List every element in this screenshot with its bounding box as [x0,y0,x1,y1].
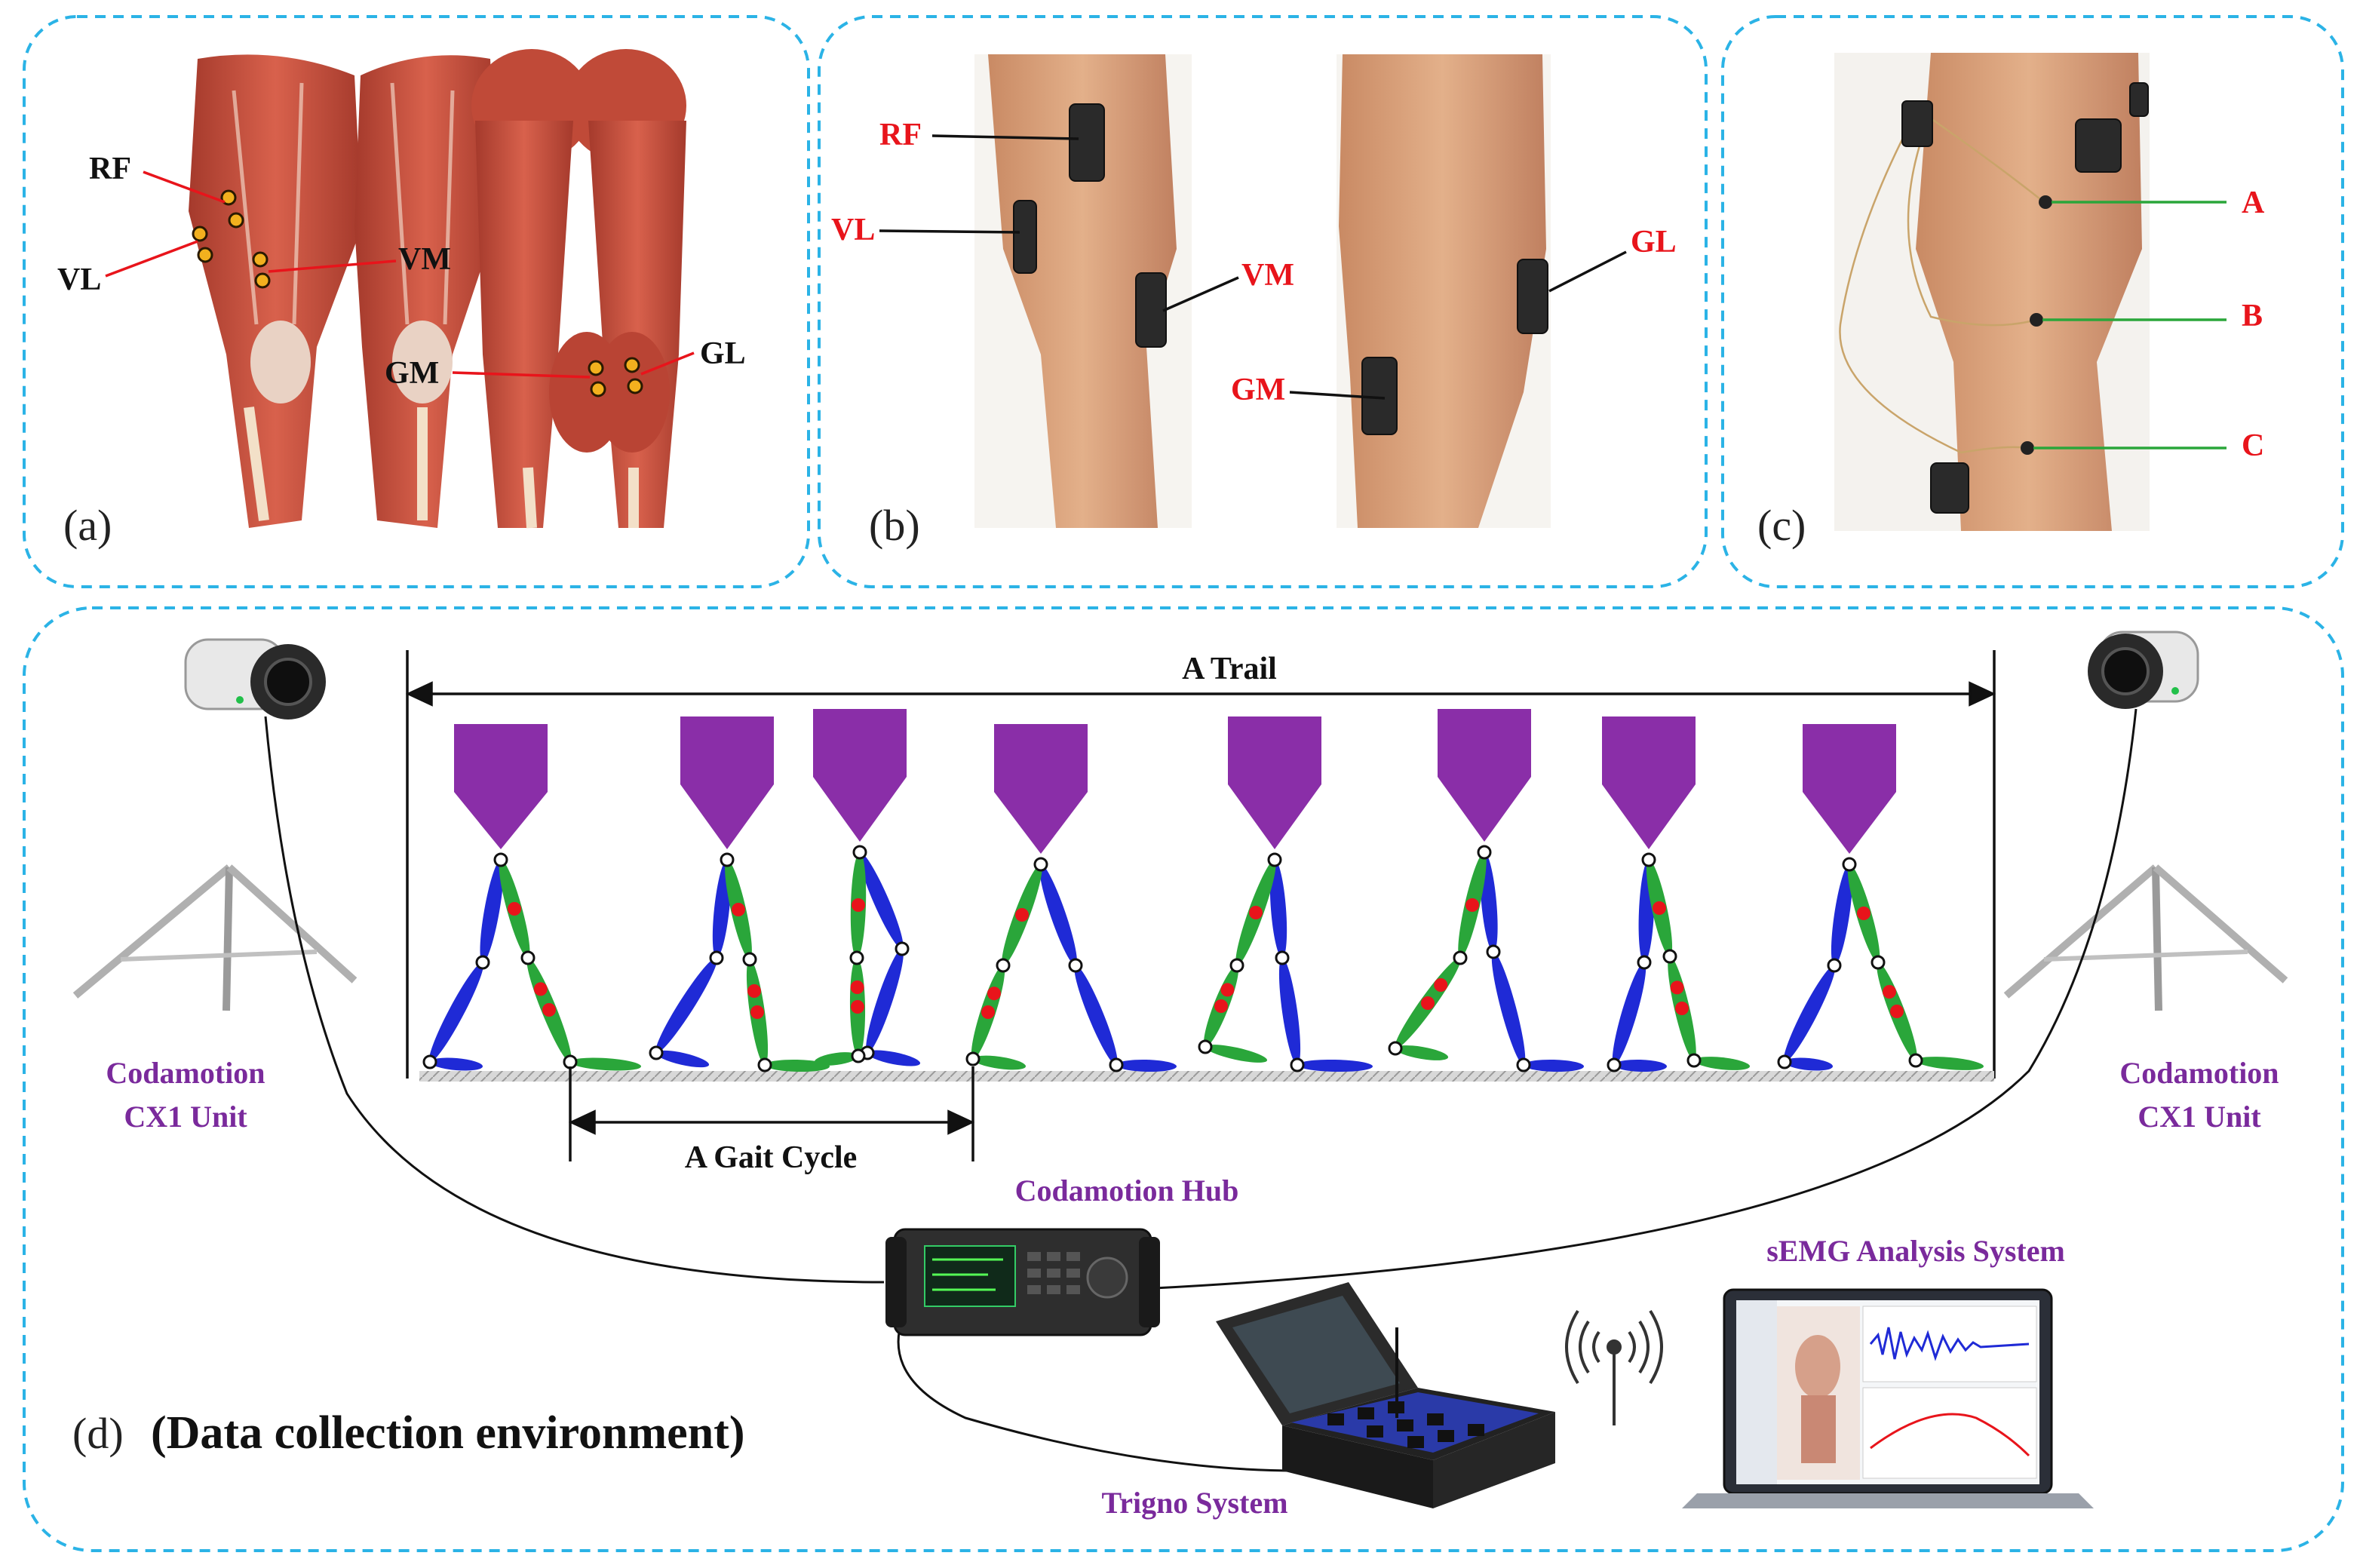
camera-cables [264,708,2138,1472]
panel-c-tag: (c) [1757,501,1806,550]
label-vm-a: VM [398,242,451,277]
label-gm-b: GM [1231,373,1285,407]
walking-figures [422,709,1984,1072]
panel-b-border [818,15,1708,588]
gait-cycle-label: A Gait Cycle [685,1140,858,1175]
label-c-c: C [2242,428,2264,463]
walking-figure [1388,709,1585,1072]
semg-laptop [1682,1288,2094,1508]
walking-figure [965,724,1177,1072]
camera-left [72,638,358,1011]
camera-right [2003,631,2288,1011]
semg-label: sEMG Analysis System [1766,1234,2065,1268]
panel-d-title: (Data collection environment) [151,1407,744,1459]
camera-right-label-1: Codamotion [2119,1056,2279,1090]
hub-label: Codamotion Hub [1015,1174,1239,1207]
walking-figure [813,709,921,1066]
panel-d-border [23,606,2344,1552]
sensor-boxes-panel-c [1901,82,2149,514]
label-vl-a: VL [57,262,101,297]
camera-right-label-2: CX1 Unit [2138,1100,2261,1134]
leader-lines-panel-b [879,134,1627,400]
walking-figure [1198,716,1373,1072]
panel-b-tag: (b) [869,501,920,550]
label-gm-a: GM [385,356,439,391]
gait-cycle-arrow [568,1066,975,1161]
trigno-label: Trigno System [1101,1486,1287,1520]
walking-figure [1602,716,1751,1072]
panel-a-tag: (a) [63,501,112,550]
ground-strip [419,1071,1994,1082]
label-rf-a: RF [89,152,131,186]
trigno-system-case [1216,1282,1555,1508]
camera-left-label-1: Codamotion [106,1056,265,1090]
camera-left-label-2: CX1 Unit [124,1100,247,1134]
sensor-boxes-panel-b [1013,103,1548,435]
anatomy-front-legs [189,54,498,528]
label-b-c: B [2242,299,2263,333]
label-a-c: A [2242,186,2265,220]
leader-lines-panel-c [2033,201,2227,450]
panel-a-border [23,15,810,588]
trail-arrow [405,650,1996,1079]
panel-d-tag: (d) [72,1409,124,1458]
anatomy-back-legs [471,49,686,529]
leg-front-shape [988,54,1177,528]
walking-figure [422,724,642,1071]
label-gl-a: GL [700,336,746,371]
label-vm-b: VM [1241,258,1294,293]
marker-points-panel-c [2021,195,2052,455]
electrode-dots-panel-a [192,189,643,397]
panel-c-border [1721,15,2344,588]
codamotion-hub-device [885,1228,1160,1336]
label-vl-b: VL [831,213,875,247]
walking-figure [1777,724,1984,1071]
walking-figure [649,716,830,1072]
label-gl-b: GL [1631,225,1677,259]
trail-label: A Trail [1182,652,1277,686]
wireless-signal-icon [1565,1309,1663,1425]
leader-lines-panel-a [105,170,695,379]
label-rf-b: RF [879,118,922,152]
